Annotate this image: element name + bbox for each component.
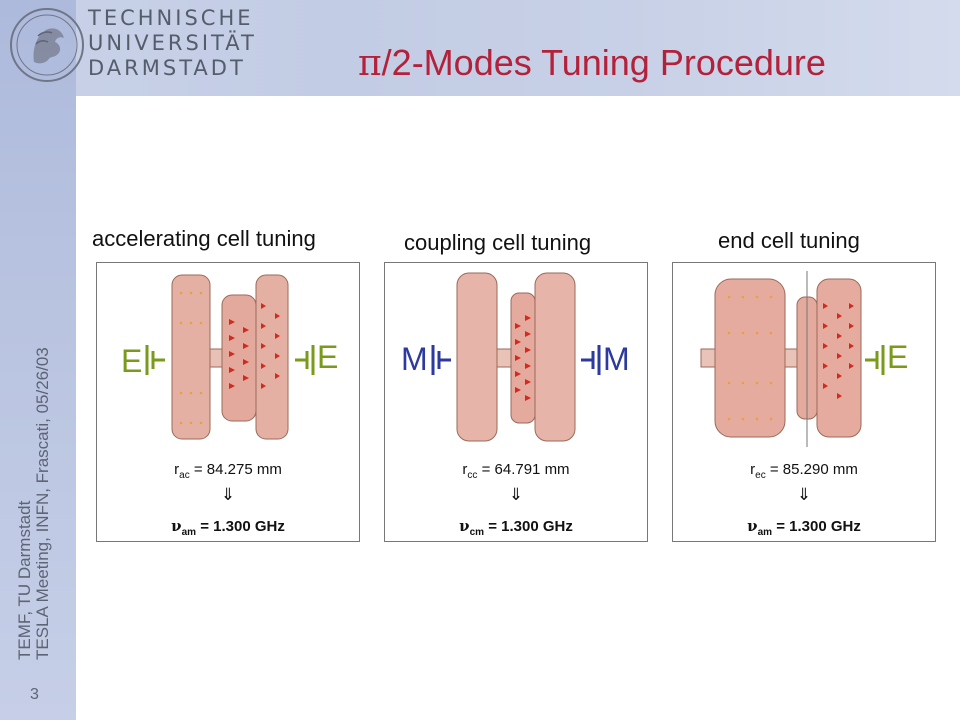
radius-formula: rcc = 64.791 mm: [385, 461, 647, 481]
radius-subscript: ac: [179, 470, 190, 481]
radius-value: = 84.275 mm: [189, 461, 282, 478]
radius-formula: rec = 85.290 mm: [673, 461, 935, 481]
radius-symbol: r: [750, 461, 756, 478]
panel-title-end: end cell tuning: [718, 228, 860, 253]
radius-symbol: r: [462, 461, 468, 478]
marker-right: M: [603, 341, 630, 377]
radius-value: = 85.290 mm: [765, 461, 858, 478]
down-arrow: ⇓: [220, 485, 236, 504]
footer-line-1: TEMF, TU Darmstadt: [15, 500, 34, 660]
header-band: [0, 0, 960, 96]
university-seal-logo: [10, 8, 84, 82]
university-line-3: DARMSTADT: [88, 56, 246, 80]
cavity-field-plot-end: [700, 271, 885, 447]
marker-left: E: [121, 343, 143, 379]
radius-formula: rac = 84.275 mm: [97, 461, 359, 481]
freq-subscript: am: [181, 527, 197, 538]
left-band: [0, 0, 76, 720]
panel-end: E rec = 85.290 mm ⇓ νam = 1.300 GHz: [672, 262, 936, 542]
frequency-formula: νam = 1.300 GHz: [97, 517, 359, 538]
footer-vertical: TEMF, TU Darmstadt TESLA Meeting, INFN, …: [15, 40, 52, 660]
freq-subscript: am: [757, 527, 773, 538]
radius-subscript: ec: [755, 470, 766, 481]
freq-value: = 1.300 GHz: [772, 518, 861, 535]
panel-title-accelerating: accelerating cell tuning: [92, 226, 316, 251]
marker-right: E: [887, 339, 909, 375]
university-name: TECHNISCHE UNIVERSITÄT DARMSTADT: [88, 6, 257, 81]
cavity-field-plot-coupling: [431, 272, 601, 442]
university-line-1: TECHNISCHE: [88, 6, 254, 30]
marker-right: E: [317, 339, 339, 375]
radius-symbol: r: [174, 461, 180, 478]
marker-left: M: [401, 341, 428, 377]
frequency-formula: νam = 1.300 GHz: [673, 517, 935, 538]
panel-coupling: M M rcc = 64.791 mm ⇓ νcm = 1.300 GHz: [384, 262, 648, 542]
down-arrow: ⇓: [796, 485, 812, 504]
freq-value: = 1.300 GHz: [484, 518, 573, 535]
freq-symbol: ν: [459, 517, 470, 535]
cavity-field-plot-accelerating: [145, 274, 315, 440]
pi-symbol: π: [358, 43, 382, 84]
freq-symbol: ν: [171, 517, 182, 535]
panel-title-coupling: coupling cell tuning: [404, 230, 592, 255]
university-line-2: UNIVERSITÄT: [88, 31, 257, 55]
footer-line-2: TESLA Meeting, INFN, Frascati, 05/26/03: [33, 347, 52, 660]
panel-accelerating: E E rac = 84.275 mm ⇓ νam = 1.300 GHz: [96, 262, 360, 542]
down-arrow: ⇓: [508, 485, 524, 504]
slide-title: π/2-Modes Tuning Procedure: [358, 42, 826, 84]
freq-symbol: ν: [747, 517, 758, 535]
page-number: 3: [30, 686, 39, 703]
freq-subscript: cm: [469, 527, 485, 538]
freq-value: = 1.300 GHz: [196, 518, 285, 535]
radius-subscript: cc: [467, 470, 478, 481]
frequency-formula: νcm = 1.300 GHz: [385, 517, 647, 538]
title-text: /2-Modes Tuning Procedure: [381, 42, 826, 83]
radius-value: = 64.791 mm: [477, 461, 570, 478]
